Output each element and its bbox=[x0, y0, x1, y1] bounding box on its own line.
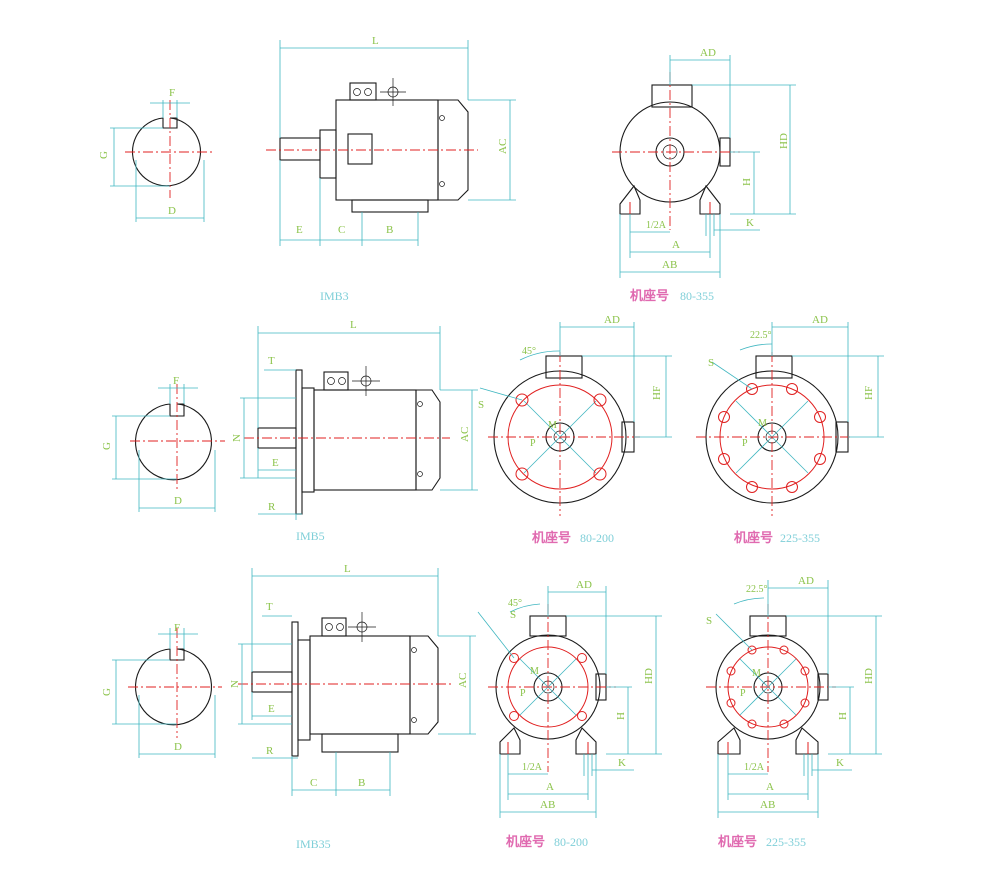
caption-imb3: IMB3 bbox=[320, 289, 349, 303]
label-hd-r1: HD bbox=[778, 133, 790, 149]
label-m-r3a: M bbox=[530, 666, 539, 677]
caption-frame-r1: 机座号 bbox=[630, 288, 669, 304]
label-ab-r3a: AB bbox=[540, 799, 555, 811]
side-view-imb5: L T N E R AC bbox=[231, 319, 478, 520]
label-hd-r3a: HD bbox=[643, 668, 655, 684]
label-ac-imb5: AC bbox=[459, 427, 471, 442]
label-f: F bbox=[169, 87, 175, 99]
label-p-r2a: P bbox=[530, 438, 536, 449]
label-ad-r3b: AD bbox=[798, 575, 814, 587]
side-view-imb3: L AC E C B bbox=[266, 35, 516, 246]
label-a-r3a: A bbox=[546, 781, 554, 793]
label-22-r2: 22.5° bbox=[750, 330, 772, 341]
label-t-imb35: T bbox=[266, 601, 273, 613]
label-p-r3a: P bbox=[520, 688, 526, 699]
label-a-r3b: A bbox=[766, 781, 774, 793]
label-k-r3a: K bbox=[618, 757, 626, 769]
label-k-r1: K bbox=[746, 217, 754, 229]
label-e-imb35: E bbox=[268, 703, 275, 715]
label-a-r1: A bbox=[672, 239, 680, 251]
label-h-r3a: H bbox=[615, 712, 627, 720]
label-f-3: F bbox=[174, 622, 180, 634]
label-g-2: G bbox=[101, 442, 113, 450]
foot-flange-view-225-355: 22.5° S M P AD HD H K 1/2A A AB bbox=[706, 575, 882, 818]
shaft-section-imb5: F G D bbox=[101, 375, 225, 512]
label-g: G bbox=[98, 151, 110, 159]
label-s-r3b: S bbox=[706, 615, 712, 627]
label-half-a-r3b: 1/2A bbox=[744, 762, 765, 773]
label-c-imb3: C bbox=[338, 224, 345, 236]
flange-view-225-355: 22.5° S M P AD HF bbox=[696, 314, 884, 516]
label-t-imb5: T bbox=[268, 355, 275, 367]
caption-frame-r2a: 机座号 bbox=[532, 530, 571, 546]
caption-range-r1: 80-355 bbox=[680, 289, 714, 303]
foot-flange-view-80-200: 45° S M P AD HD H K 1/2A A AB bbox=[477, 579, 662, 818]
label-h-r3b: H bbox=[837, 712, 849, 720]
label-l-imb35: L bbox=[344, 563, 351, 575]
label-hd-r3b: HD bbox=[863, 668, 875, 684]
label-ad-r2a: AD bbox=[604, 314, 620, 326]
label-s-r2a: S bbox=[478, 399, 484, 411]
label-ab-r3b: AB bbox=[760, 799, 775, 811]
front-view-80-355: AD HD H K 1/2A A AB bbox=[612, 47, 796, 278]
label-m-r2b: M bbox=[758, 418, 767, 429]
label-b-imb3: B bbox=[386, 224, 393, 236]
label-hf-r2a: HF bbox=[651, 386, 663, 400]
label-k-r3b: K bbox=[836, 757, 844, 769]
caption-range-r2b: 225-355 bbox=[780, 531, 820, 545]
label-ac-imb35: AC bbox=[457, 673, 469, 688]
label-l-imb5: L bbox=[350, 319, 357, 331]
label-s-r3a: S bbox=[510, 609, 516, 621]
label-ad-r1: AD bbox=[700, 47, 716, 59]
caption-frame-r3b: 机座号 bbox=[718, 834, 757, 850]
label-d-3: D bbox=[174, 741, 182, 753]
label-l-imb3: L bbox=[372, 35, 379, 47]
shaft-section-imb3: F G D bbox=[98, 87, 215, 222]
caption-imb5: IMB5 bbox=[296, 529, 325, 543]
label-half-a-r3a: 1/2A bbox=[522, 762, 543, 773]
flange-view-80-200: 45° S M P AD HF bbox=[478, 314, 672, 516]
shaft-section-imb35: F G D bbox=[101, 622, 222, 758]
label-f-2: F bbox=[173, 375, 179, 387]
caption-range-r3a: 80-200 bbox=[554, 835, 588, 849]
caption-frame-r3a: 机座号 bbox=[506, 834, 545, 850]
label-d-2: D bbox=[174, 495, 182, 507]
label-hf-r2b: HF bbox=[863, 386, 875, 400]
label-45-r3: 45° bbox=[508, 598, 522, 609]
side-view-imb35: L T N E R C B AC bbox=[229, 563, 476, 796]
caption-frame-r2b: 机座号 bbox=[734, 530, 773, 546]
label-r-imb35: R bbox=[266, 745, 274, 757]
label-c-imb35: C bbox=[310, 777, 317, 789]
caption-range-r3b: 225-355 bbox=[766, 835, 806, 849]
label-half-a-r1: 1/2A bbox=[646, 220, 667, 231]
label-ab-r1: AB bbox=[662, 259, 677, 271]
label-ac-imb3: AC bbox=[497, 139, 509, 154]
label-s-r2b: S bbox=[708, 357, 714, 369]
caption-imb35: IMB35 bbox=[296, 837, 331, 851]
label-n-imb35: N bbox=[229, 680, 241, 688]
label-g-3: G bbox=[101, 688, 113, 696]
label-p-r2b: P bbox=[742, 438, 748, 449]
label-r-imb5: R bbox=[268, 501, 276, 513]
label-n-imb5: N bbox=[231, 434, 243, 442]
label-45-r2: 45° bbox=[522, 346, 536, 357]
label-e-imb3: E bbox=[296, 224, 303, 236]
label-p-r3b: P bbox=[740, 688, 746, 699]
caption-range-r2a: 80-200 bbox=[580, 531, 614, 545]
label-m-r3b: M bbox=[752, 668, 761, 679]
label-e-imb5: E bbox=[272, 457, 279, 469]
label-b-imb35: B bbox=[358, 777, 365, 789]
label-ad-r2b: AD bbox=[812, 314, 828, 326]
label-ad-r3a: AD bbox=[576, 579, 592, 591]
label-22-r3: 22.5° bbox=[746, 584, 768, 595]
label-d: D bbox=[168, 205, 176, 217]
label-m-r2a: M bbox=[548, 420, 557, 431]
label-h-r1: H bbox=[741, 178, 753, 186]
